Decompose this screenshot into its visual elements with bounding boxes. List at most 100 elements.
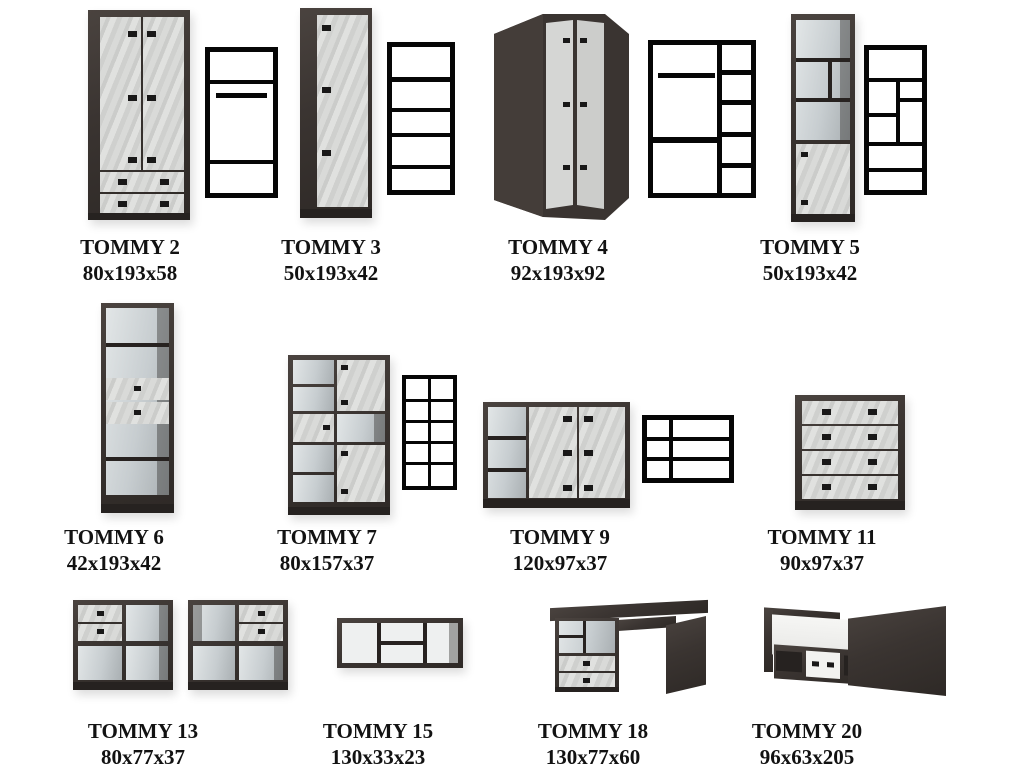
drawer-handle <box>822 409 831 415</box>
tommy-13-photo-right <box>188 600 288 690</box>
open-compartment <box>193 605 235 641</box>
door-handle <box>323 425 330 430</box>
door-handle <box>584 485 593 491</box>
plinth <box>483 499 630 508</box>
shelf-line <box>722 132 751 137</box>
wardrobe-door <box>546 20 573 209</box>
door-handle <box>341 489 348 494</box>
headboard-post <box>764 610 773 672</box>
product-name: TOMMY 5 <box>760 235 860 259</box>
plinth <box>73 682 173 690</box>
divider <box>583 621 586 653</box>
door-handle <box>128 157 137 163</box>
desk-leg-panel <box>666 616 706 694</box>
cabinet-door <box>337 360 385 411</box>
tommy-3-photo <box>300 8 372 218</box>
cabinet-door <box>529 407 577 498</box>
tommy-9-photo <box>483 402 630 508</box>
product-label: TOMMY 4 92x193x92 <box>508 234 608 286</box>
door-handle <box>341 365 348 370</box>
door-gap <box>141 17 143 170</box>
product-name: TOMMY 6 <box>64 525 164 549</box>
plinth <box>101 504 174 513</box>
product-dims: 80x193x58 <box>82 261 178 285</box>
tommy-6-photo <box>101 303 174 513</box>
drawer-handle <box>97 629 104 634</box>
product-label: TOMMY 18 130x77x60 <box>538 718 648 770</box>
door-handle <box>341 451 348 456</box>
product-name: TOMMY 11 <box>767 525 877 549</box>
drawer-handle <box>812 661 819 667</box>
drawer-handle <box>868 409 877 415</box>
shelf-line <box>647 457 729 461</box>
open-compartment <box>293 387 334 411</box>
product-dims: 80x77x37 <box>101 745 185 769</box>
drawer <box>559 656 615 671</box>
side-shade <box>374 414 385 442</box>
shelf <box>488 468 526 472</box>
shelf-line <box>869 168 922 172</box>
shelf-line <box>900 98 922 102</box>
side-shade <box>840 20 850 140</box>
drawer <box>802 426 898 449</box>
cabinet-door <box>337 445 385 502</box>
shelf-line <box>406 420 453 423</box>
door-handle <box>128 31 137 37</box>
shelf <box>559 635 583 638</box>
tommy-7-schematic <box>402 375 457 490</box>
product-label: TOMMY 5 50x193x42 <box>760 234 860 286</box>
product-name: TOMMY 18 <box>537 719 649 743</box>
product-dims: 42x193x42 <box>66 551 162 575</box>
drawer-handle <box>160 179 169 185</box>
door-handle <box>147 157 156 163</box>
tommy-5-schematic <box>864 45 927 195</box>
shelf-line <box>722 100 751 105</box>
tommy-9-schematic <box>642 415 734 483</box>
wardrobe-door <box>577 20 604 209</box>
corner-side-panel <box>494 14 543 217</box>
door-handle <box>147 95 156 101</box>
shelf-line <box>869 78 922 82</box>
tommy-20-photo <box>760 602 948 696</box>
open-compartment <box>293 445 334 472</box>
shelf-line <box>392 77 450 82</box>
door-handle <box>563 165 570 170</box>
drawer-gap <box>239 622 283 624</box>
open-compartment <box>193 646 235 680</box>
plinth <box>300 209 372 218</box>
shelf-line <box>653 137 717 143</box>
product-dims: 130x33x23 <box>330 745 426 769</box>
shelf-line <box>210 160 273 164</box>
drawer <box>100 172 184 192</box>
open-compartment <box>126 605 168 641</box>
drawer-handle <box>868 484 877 490</box>
drawer <box>106 378 169 400</box>
shelf <box>796 58 850 62</box>
side-shade <box>157 308 169 495</box>
product-dims: 90x97x37 <box>780 551 864 575</box>
product-name: TOMMY 15 <box>322 719 434 743</box>
open-compartment <box>126 646 168 680</box>
product-name: TOMMY 20 <box>751 719 863 743</box>
divider-line <box>428 379 431 486</box>
product-label: TOMMY 7 80x157x37 <box>277 524 377 576</box>
tommy-4-photo <box>494 14 629 220</box>
drawer-handle <box>134 410 141 415</box>
door-handle <box>322 150 331 156</box>
hanging-rail-line <box>216 93 267 98</box>
plinth <box>555 687 619 692</box>
drawer <box>802 476 898 499</box>
door-handle <box>563 485 572 491</box>
door-handle <box>563 416 572 422</box>
plinth <box>288 507 390 515</box>
bed-drawer <box>806 650 840 680</box>
product-name: TOMMY 13 <box>87 719 199 743</box>
desk-pedestal <box>555 618 619 692</box>
door-handle <box>147 31 156 37</box>
divider <box>828 58 832 102</box>
door-handle <box>801 152 808 157</box>
cabinet-door <box>293 414 334 442</box>
product-name: TOMMY 2 <box>80 235 180 259</box>
door-handle <box>563 102 570 107</box>
